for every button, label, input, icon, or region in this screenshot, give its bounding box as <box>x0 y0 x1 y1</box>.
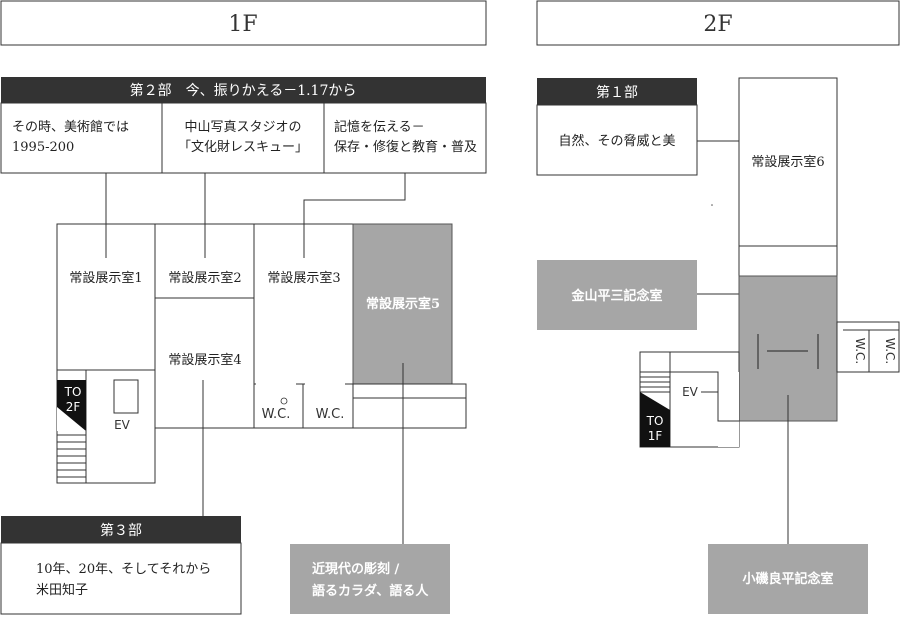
section2-cell1-line2: 1995-200 <box>12 140 74 155</box>
wc-2f-label-a: W.C. <box>853 338 867 365</box>
section2-cell3-line2: 保存・修復と教育・普及 <box>334 139 477 155</box>
section2-cell1-line1: その時、美術館では <box>12 120 129 135</box>
stair-ev-notch <box>718 372 739 447</box>
connector-line <box>303 173 406 258</box>
section2-header-bg <box>1 77 486 103</box>
section3-line2: 米田知子 <box>36 582 88 598</box>
stairs-to-1f-line2: 1F <box>648 429 663 443</box>
section1-header: 第１部 <box>596 84 638 101</box>
wc-area <box>253 383 467 429</box>
floor-2f-title: 2F <box>703 12 732 37</box>
floor-2f: 2F 第１部 自然、その脅威と美 常設展示室6 金山平三記念室 W.C. W.C… <box>536 0 900 614</box>
room1-outline <box>56 223 156 484</box>
stairs-to-2f-line2: 2F <box>66 400 81 414</box>
stairs-to-2f-badge <box>57 380 86 431</box>
dot-marker <box>711 204 713 206</box>
room6-label: 常設展示室6 <box>751 154 824 170</box>
section3-box <box>0 542 242 615</box>
wall-line <box>670 371 739 422</box>
stairs-to-1f-fill <box>640 392 670 447</box>
koiso-box <box>708 544 868 614</box>
wc-2f-label-b: W.C. <box>883 338 897 365</box>
floor-1f-title-box <box>0 0 487 46</box>
section3-line1: 10年、20年、そしてそれから <box>36 562 211 577</box>
section1-box <box>536 104 698 176</box>
section2-table <box>0 102 487 174</box>
corridor <box>738 245 838 277</box>
kanayama-label: 金山平三記念室 <box>570 288 662 304</box>
section2-cell2-line2: 「文化財レスキュー」 <box>178 140 308 155</box>
modern-sculpture-line2: 語るカラダ、語る人 <box>312 583 429 599</box>
elevator-2f-label: EV <box>682 385 699 399</box>
floor-2f-title-box <box>536 0 900 46</box>
modern-sculpture-box <box>290 544 450 614</box>
room3-label: 常設展示室3 <box>267 270 340 286</box>
elevator-1f-label: EV <box>114 418 131 432</box>
section2-cell2-line1: 中山写真スタジオの <box>184 120 301 135</box>
room5-label: 常設展示室5 <box>366 296 440 312</box>
door-gap <box>256 380 296 388</box>
floor-1f: 1F 第２部 今、振りかえる－1.17から その時、美術館では 1995-200… <box>0 0 487 615</box>
stairs-to-1f-line1: TO <box>646 414 664 428</box>
section1-header-bg <box>537 78 697 105</box>
section3-header-bg <box>1 516 241 543</box>
room2-label: 常設展示室2 <box>168 270 241 286</box>
section1-body: 自然、その脅威と美 <box>558 133 675 149</box>
room4-label: 常設展示室4 <box>168 352 241 368</box>
room5-outline <box>352 223 453 385</box>
room1-label: 常設展示室1 <box>69 270 142 286</box>
door-gap <box>305 380 345 388</box>
section2-header: 第２部 今、振りかえる－1.17から <box>130 82 357 99</box>
kanayama-box <box>537 260 697 330</box>
room4-outline <box>154 297 255 429</box>
modern-sculpture-line1: 近現代の彫刻 / <box>312 561 400 577</box>
section2-cell3-line1: 記憶を伝える－ <box>334 119 425 135</box>
wc-right-label: W.C. <box>316 407 345 422</box>
stairs-to-2f-line1: TO <box>64 385 82 399</box>
stairs-2f <box>640 371 670 393</box>
koiso-label: 小磯良平記念室 <box>742 571 833 587</box>
section3-header: 第３部 <box>100 522 142 539</box>
wc-left-label: W.C. <box>262 407 291 422</box>
room6-outline <box>738 77 838 247</box>
elevator-1f <box>113 379 139 414</box>
floor-1f-title: 1F <box>228 12 257 37</box>
wc-marker <box>280 397 288 405</box>
